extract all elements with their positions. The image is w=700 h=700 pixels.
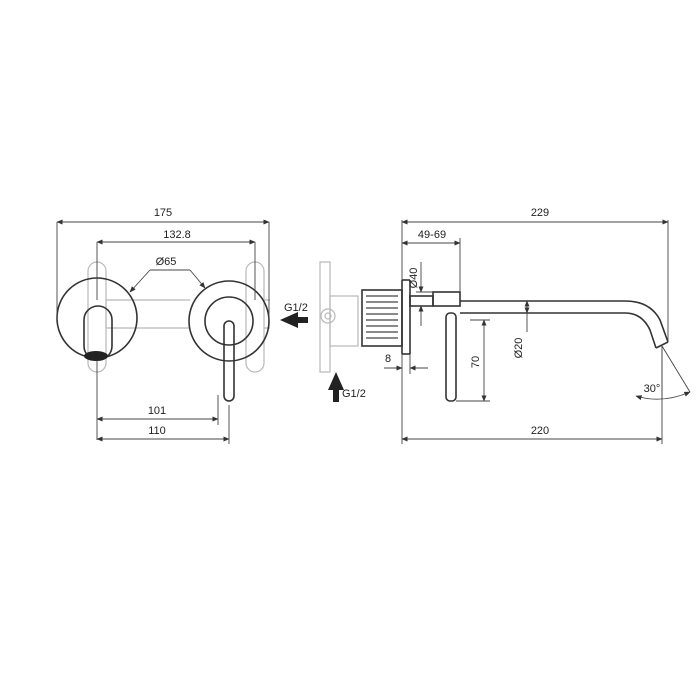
spout-side <box>432 291 669 349</box>
dim-overall-length: 229 <box>401 207 669 342</box>
dim-lever-offset: 101 <box>96 360 219 440</box>
dim-overall-width-front: 175 <box>56 207 270 320</box>
dim-spout-angle: 30° <box>635 345 691 401</box>
dim-label-30deg: 30° <box>644 383 661 395</box>
dim-height: 70 <box>456 319 490 402</box>
lever-side <box>409 295 457 402</box>
dim-label-d40: Ø40 <box>408 268 420 289</box>
arrow-left-icon <box>280 312 308 328</box>
mixer-rosette-front <box>188 280 270 402</box>
dim-label-49-69: 49-69 <box>418 229 446 241</box>
dim-label-101: 101 <box>148 405 166 417</box>
dim-label-229: 229 <box>531 207 549 219</box>
dim-spout-diameter: Ø20 <box>513 300 530 359</box>
dim-label-220: 220 <box>531 425 549 437</box>
dim-wall-range: 49-69 <box>401 229 461 292</box>
dim-spout-length: 220 <box>401 350 663 444</box>
dim-label-175: 175 <box>154 207 172 219</box>
inlet-bottom: G1/2 <box>328 372 366 402</box>
front-mounting-plate <box>87 261 270 373</box>
label-inlet-side: G1/2 <box>284 302 308 314</box>
front-view: 175 132.8 Ø65 101 110 <box>56 207 270 444</box>
dim-label-70: 70 <box>470 356 482 368</box>
dim-label-d65: Ø65 <box>156 256 177 268</box>
dim-lever-span: 110 <box>96 405 230 444</box>
inlet-side: G1/2 <box>280 302 308 328</box>
label-inlet-bottom: G1/2 <box>342 388 366 400</box>
concealed-body <box>319 261 411 373</box>
side-view: G1/2 G1/2 229 49-69 <box>280 207 691 444</box>
dim-rosette-diameter-side: Ø40 <box>408 262 433 326</box>
dim-label-132-8: 132.8 <box>163 229 191 241</box>
dim-mount-spacing: 132.8 <box>96 229 256 300</box>
dim-rosette-diameter-front: Ø65 <box>129 256 206 293</box>
dim-label-d20: Ø20 <box>513 338 525 359</box>
dim-label-110: 110 <box>148 425 166 437</box>
dim-label-8: 8 <box>385 353 391 365</box>
dim-body-thickness: 8 <box>384 353 428 374</box>
arrow-up-icon <box>328 372 344 402</box>
